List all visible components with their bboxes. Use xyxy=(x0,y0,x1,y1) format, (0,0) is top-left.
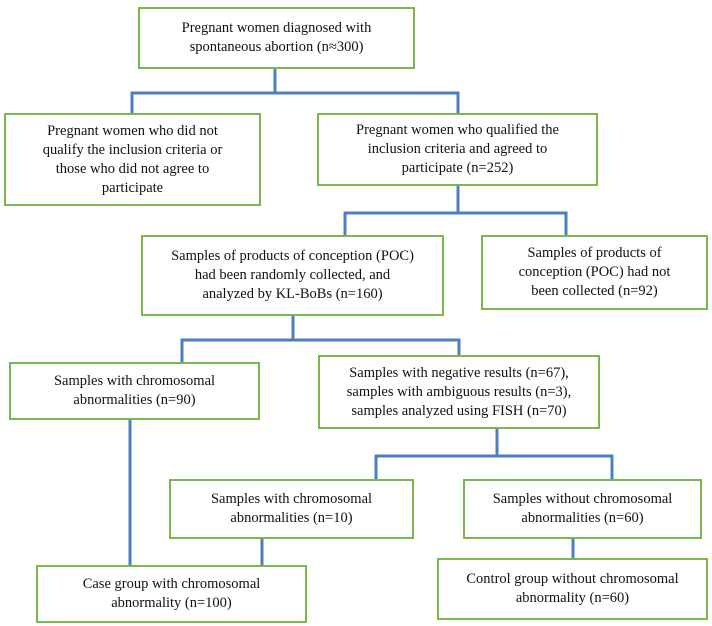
samples-collected-box: Samples of products of conception (POC)h… xyxy=(141,235,444,316)
negative-ambiguous-fish-box: Samples with negative results (n=67),sam… xyxy=(318,355,600,429)
